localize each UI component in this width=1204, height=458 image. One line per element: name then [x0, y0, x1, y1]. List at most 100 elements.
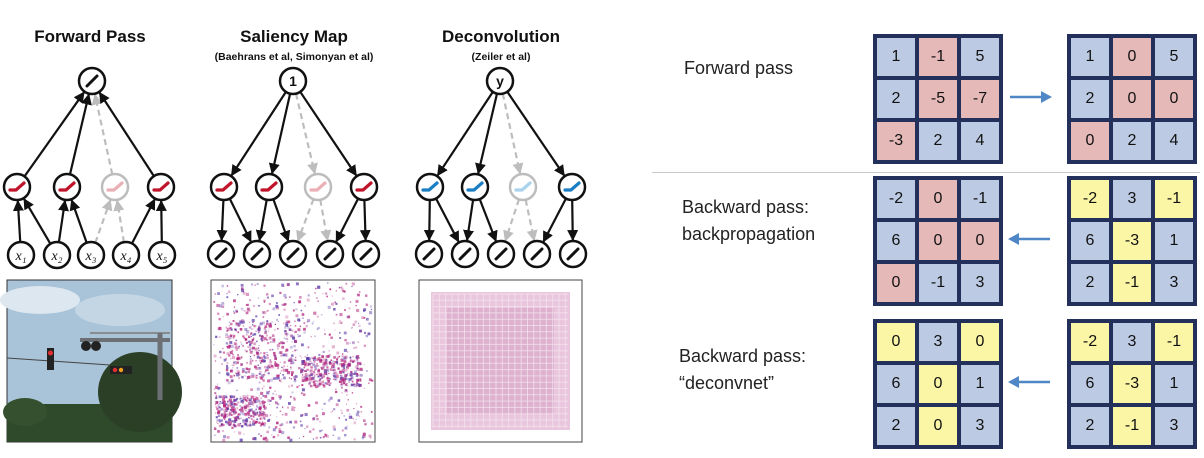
pixel: [216, 383, 219, 385]
pixel: [247, 368, 250, 371]
pixel: [259, 357, 261, 359]
pixel: [324, 433, 326, 435]
pixel: [370, 437, 372, 439]
pixel: [353, 372, 356, 375]
pixel: [326, 282, 329, 284]
pixel: [351, 380, 354, 383]
pixel: [268, 366, 271, 369]
pixel: [367, 332, 371, 336]
pixel: [327, 399, 331, 402]
pixel: [233, 299, 236, 303]
pixel: [250, 395, 254, 399]
pixel: [224, 411, 226, 413]
pixel: [225, 358, 227, 360]
pixel: [229, 411, 232, 414]
pixel: [254, 347, 258, 351]
pixel: [233, 420, 237, 423]
pixel: [294, 375, 298, 378]
pixel: [293, 376, 297, 380]
pixel: [215, 412, 217, 414]
pixel: [325, 355, 327, 358]
pixel: [221, 401, 224, 404]
pixel: [216, 407, 219, 411]
pixel: [293, 398, 296, 401]
pixel: [342, 378, 346, 382]
pixel: [219, 406, 222, 409]
pixel: [242, 292, 246, 295]
pixel: [332, 362, 336, 366]
pixel: [225, 342, 229, 345]
pixel: [357, 293, 360, 297]
pixel: [263, 327, 267, 330]
pixel: [329, 368, 333, 372]
pixel: [343, 331, 347, 335]
pixel: [356, 293, 358, 295]
pixel: [306, 362, 309, 365]
pixel: [275, 393, 278, 396]
pixel: [256, 353, 259, 356]
pixel: [229, 369, 233, 373]
pixel: [343, 363, 346, 366]
pixel: [309, 369, 313, 373]
pixel: [351, 327, 353, 329]
pixel: [283, 322, 285, 325]
pixel: [249, 350, 253, 354]
pixel: [274, 426, 278, 429]
pixel: [335, 373, 339, 377]
pixel: [229, 345, 231, 347]
pixel: [318, 386, 320, 388]
pixel: [267, 379, 270, 383]
pixel: [262, 402, 265, 406]
pixel: [249, 360, 252, 363]
pixel: [308, 374, 311, 377]
pixel: [298, 385, 300, 387]
pixel: [348, 378, 352, 381]
pixel: [328, 353, 331, 357]
pixel: [349, 359, 353, 363]
pixel: [249, 402, 253, 405]
cloud: [0, 286, 80, 314]
pixel: [218, 406, 221, 408]
pixel: [350, 374, 352, 376]
pixel: [314, 335, 316, 338]
pixel: [224, 415, 227, 417]
pixel: [226, 421, 230, 425]
pixel: [243, 337, 246, 339]
pixel: [295, 308, 298, 311]
pixel: [235, 339, 237, 342]
pixel: [258, 433, 260, 435]
pixel: [353, 408, 355, 410]
pixel: [255, 397, 259, 401]
matrix-cell: 3: [1155, 407, 1193, 445]
relu-node: [349, 172, 379, 202]
pixel: [333, 408, 336, 411]
pixel: [246, 424, 249, 427]
pixel: [231, 356, 236, 360]
pixel: [351, 341, 354, 344]
slash-glyph: [422, 247, 436, 261]
pixel: [266, 366, 269, 369]
pixel: [252, 346, 255, 350]
pixel: [230, 406, 234, 410]
pixel: [285, 337, 288, 341]
pixel: [341, 355, 344, 358]
pixel: [227, 400, 229, 403]
pixel: [302, 374, 304, 376]
pixel: [235, 363, 237, 365]
pixel: [344, 374, 348, 378]
pixel: [223, 396, 225, 398]
pixel: [248, 398, 252, 402]
pixel: [220, 414, 223, 417]
backward-edge: [506, 91, 566, 177]
pixel: [287, 339, 289, 341]
pixel: [221, 429, 224, 432]
matrix-cell: 5: [1155, 38, 1193, 76]
pixel: [243, 406, 245, 408]
pixel: [331, 365, 335, 369]
pixel: [245, 311, 249, 315]
slash-glyph: [530, 247, 544, 261]
pixel: [262, 437, 266, 441]
pixel: [266, 293, 269, 296]
pixel: [237, 354, 239, 356]
